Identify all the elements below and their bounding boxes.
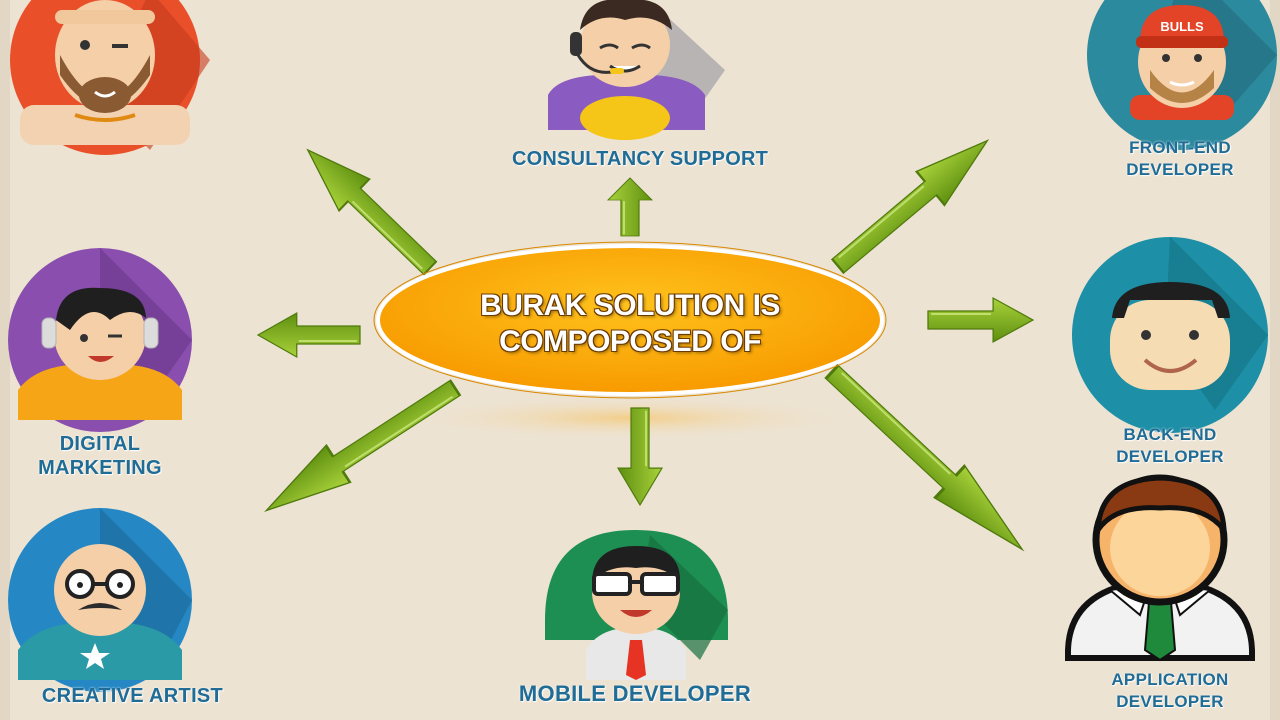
avatar-headphones-icon — [8, 248, 192, 432]
label-back-end-developer: BACK-END DEVELOPER — [1085, 424, 1255, 468]
center-title: BURAK SOLUTION IS COMPOPOSED OF — [380, 288, 880, 360]
arrow-right — [926, 296, 1035, 344]
label-application-developer: APPLICATION DEVELOPER — [1080, 669, 1260, 713]
avatar-bearded-icon — [10, 0, 210, 155]
label-front-end-line2: DEVELOPER — [1126, 160, 1234, 179]
center-title-line2: COMPOPOSED OF — [499, 325, 761, 358]
right-frame — [1270, 0, 1280, 720]
avatar-cap-icon: BULLS — [1087, 0, 1277, 150]
label-application-line1: APPLICATION — [1111, 670, 1229, 689]
center-ellipse — [376, 244, 884, 396]
avatar-glasses-mustache-icon — [8, 508, 192, 692]
label-front-end-developer: FRONT-END DEVELOPER — [1095, 137, 1265, 181]
label-digital-line1: DIGITAL — [59, 433, 141, 455]
label-mobile-developer: MOBILE DEVELOPER — [518, 681, 752, 706]
arrow-left — [256, 311, 362, 359]
arrow-down-right — [817, 356, 1037, 565]
label-digital-marketing: DIGITAL MARKETING — [10, 432, 190, 480]
cap-text: BULLS — [1160, 19, 1204, 34]
label-back-end-line2: DEVELOPER — [1116, 447, 1224, 466]
avatar-smiley-icon — [1072, 237, 1268, 433]
label-front-end-line1: FRONT-END — [1129, 138, 1231, 157]
center-title-line1: BURAK SOLUTION IS — [480, 289, 780, 322]
arrow-up — [607, 177, 653, 237]
left-frame — [0, 0, 10, 720]
ellipse-glow — [400, 396, 860, 440]
avatar-developer-icon — [545, 530, 728, 680]
arrow-up-right — [822, 122, 1004, 285]
label-creative-artist: CREATIVE ARTIST — [41, 685, 224, 707]
avatar-office-icon — [1065, 474, 1255, 662]
label-consultancy-support: CONSULTANCY SUPPORT — [511, 148, 769, 170]
label-application-line2: DEVELOPER — [1116, 692, 1224, 711]
avatar-headset-icon — [548, 0, 725, 140]
label-digital-line2: MARKETING — [38, 457, 162, 479]
label-back-end-line1: BACK-END — [1123, 425, 1217, 444]
arrow-up-left — [291, 132, 447, 286]
arrow-down-left — [252, 367, 469, 531]
